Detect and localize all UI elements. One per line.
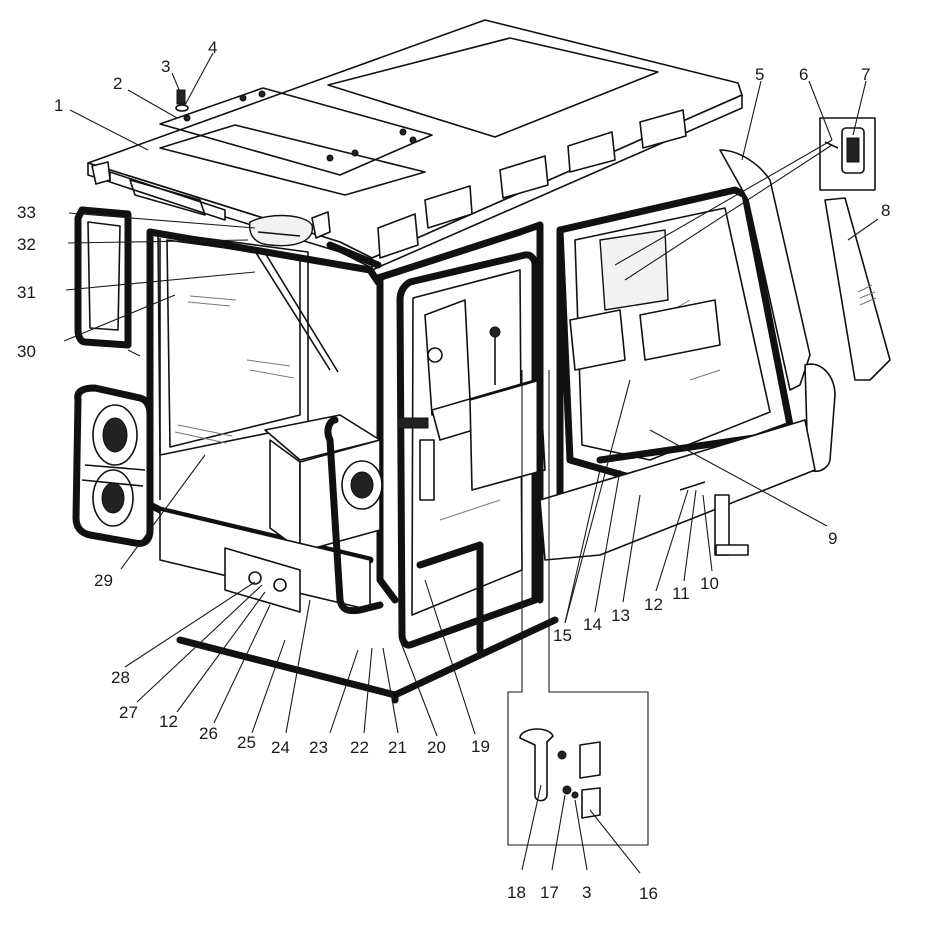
- callout-1: 1: [54, 96, 63, 115]
- callout-11: 11: [672, 584, 690, 603]
- callout-21: 21: [388, 738, 407, 757]
- callout-4: 4: [208, 38, 217, 57]
- callout-19: 19: [471, 737, 490, 756]
- callout-15: 15: [553, 626, 572, 645]
- callout-30: 30: [17, 342, 36, 361]
- callout-9: 9: [828, 529, 837, 548]
- callout-23: 23: [309, 738, 328, 757]
- latch-detail-inset: [819, 117, 876, 191]
- callout-26: 26: [199, 724, 218, 743]
- callout-32: 32: [17, 235, 36, 254]
- callout-33: 33: [17, 203, 36, 222]
- callout-24: 24: [271, 738, 290, 757]
- callout-27: 27: [119, 703, 138, 722]
- callout-18: 18: [507, 883, 526, 902]
- callout-13: 13: [611, 606, 630, 625]
- callout-20: 20: [427, 738, 446, 757]
- callout-28: 28: [111, 668, 130, 687]
- callout-labels: 1 2 3 4 5 6 7 8 9 10 11 12 13 14 15 16 1…: [17, 38, 890, 903]
- callout-14: 14: [583, 615, 602, 634]
- callout-3-bottom: 3: [582, 883, 591, 902]
- callout-3-top: 3: [161, 57, 170, 76]
- callout-31: 31: [17, 283, 36, 302]
- callout-12-right: 12: [644, 595, 663, 614]
- roof-assembly: [87, 19, 743, 271]
- callout-6: 6: [799, 65, 808, 84]
- callout-5: 5: [755, 65, 764, 84]
- callout-2: 2: [113, 74, 122, 93]
- callout-16: 16: [639, 884, 658, 903]
- hinge-detail-inset: [507, 370, 649, 846]
- callout-17: 17: [540, 883, 559, 902]
- callout-22: 22: [350, 738, 369, 757]
- cab-body: [72, 149, 836, 704]
- leader-lines: [63, 52, 879, 874]
- callout-12-left: 12: [159, 712, 178, 731]
- rear-side-glass: [824, 197, 891, 381]
- callout-7: 7: [861, 65, 870, 84]
- callout-25: 25: [237, 733, 256, 752]
- callout-8: 8: [881, 201, 890, 220]
- callout-10: 10: [700, 574, 719, 593]
- callout-29: 29: [94, 571, 113, 590]
